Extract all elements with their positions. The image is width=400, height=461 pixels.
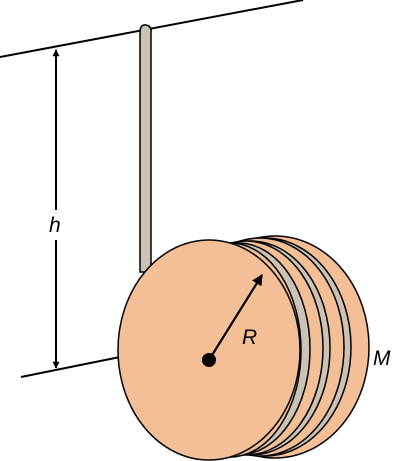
disk-front-face — [117, 239, 301, 461]
mass-label: M — [373, 347, 391, 370]
string — [139, 24, 152, 273]
floor-reference-line — [20, 356, 121, 378]
height-label: h — [49, 214, 61, 237]
height-label-background — [44, 210, 68, 240]
radius-arrow — [208, 274, 263, 361]
radius-label: R — [242, 326, 257, 349]
